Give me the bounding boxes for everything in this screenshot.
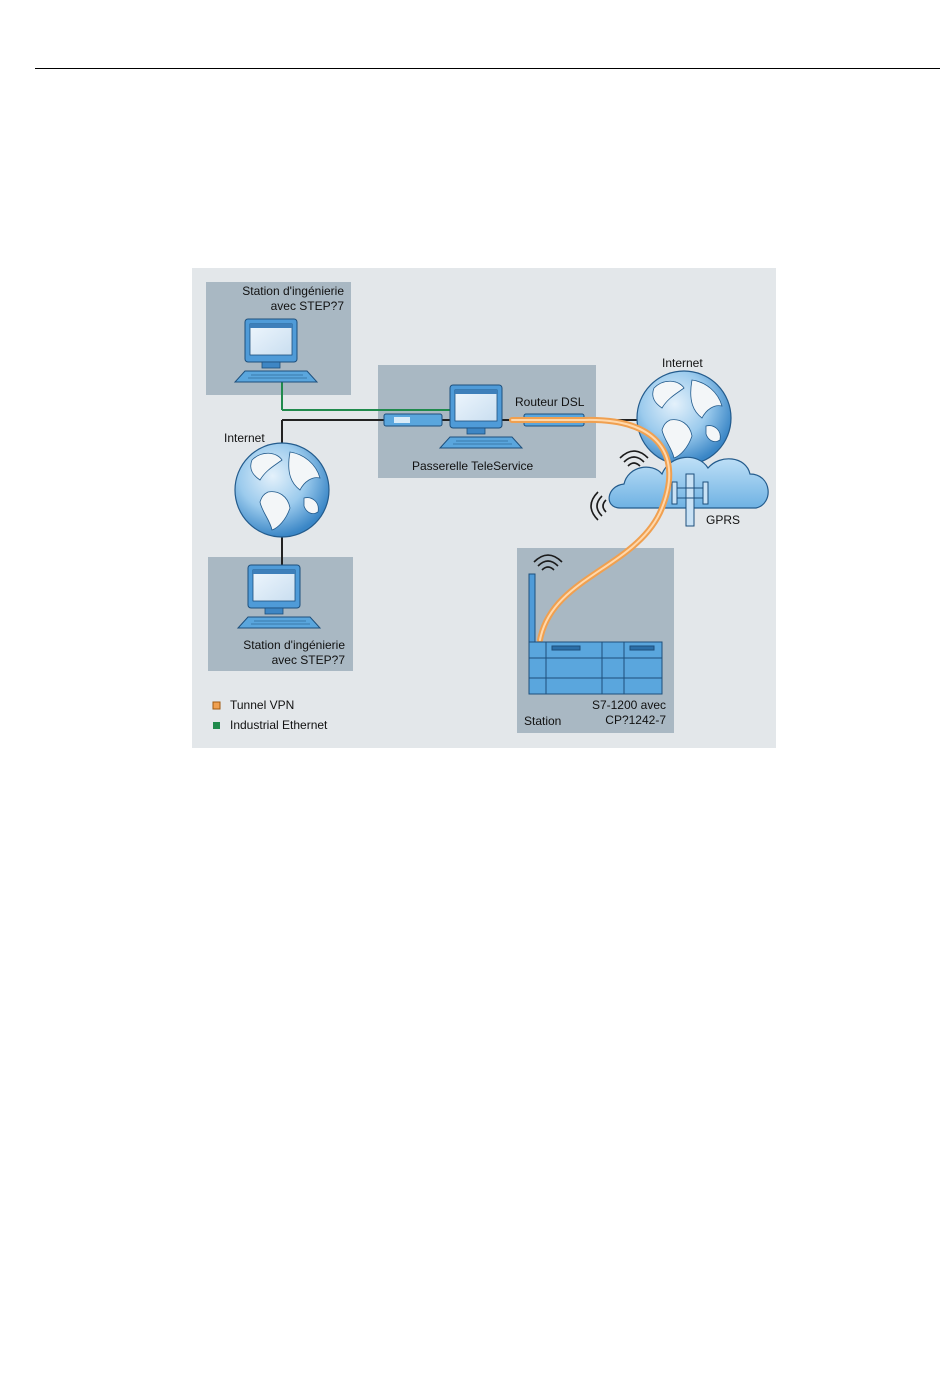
diagram-graphics <box>192 268 776 748</box>
plc-label: S7-1200 avec CP?1242-7 <box>572 698 666 728</box>
legend-vpn-label: Tunnel VPN <box>230 698 294 713</box>
gateway-module-icon <box>384 414 442 426</box>
engineering-station-top-label: Station d'ingénierie avec STEP?7 <box>212 284 344 314</box>
engineering-station-bottom-line2: avec STEP?7 <box>212 653 345 668</box>
engineering-station-bottom-line1: Station d'ingénierie <box>212 638 345 653</box>
gprs-label: GPRS <box>706 513 740 528</box>
network-diagram: Station d'ingénierie avec STEP?7 Interne… <box>192 268 776 748</box>
wireless-signal-icon-left <box>591 492 606 520</box>
wireless-signal-icon-station <box>534 555 562 570</box>
station-label: Station <box>524 714 561 729</box>
vpn-tunnel-path <box>512 420 669 640</box>
engineering-station-bottom-label: Station d'ingénierie avec STEP?7 <box>212 638 345 668</box>
legend-vpn-swatch <box>213 702 220 709</box>
internet-left-label: Internet <box>224 431 265 446</box>
globe-icon-right <box>637 371 731 465</box>
engineering-station-top-line1: Station d'ingénierie <box>212 284 344 299</box>
dsl-router-label: Routeur DSL <box>515 395 584 410</box>
teleservice-gateway-label: Passerelle TeleService <box>412 459 533 474</box>
plc-antenna-icon <box>529 574 535 642</box>
plc-label-line1: S7-1200 avec <box>572 698 666 713</box>
globe-icon-left <box>235 443 329 537</box>
page-top-rule <box>35 68 940 69</box>
pc-icon-top <box>235 319 317 382</box>
internet-right-label: Internet <box>662 356 703 371</box>
legend-ethernet-swatch <box>213 722 220 729</box>
engineering-station-top-line2: avec STEP?7 <box>212 299 344 314</box>
s7-1200-plc-icon <box>529 642 662 694</box>
pc-icon-gateway <box>440 385 522 448</box>
plc-label-line2: CP?1242-7 <box>572 713 666 728</box>
antenna-mast-icon <box>672 474 708 526</box>
legend-ethernet-label: Industrial Ethernet <box>230 718 327 733</box>
wireless-signal-icon-cloud <box>620 451 648 466</box>
pc-icon-bottom <box>238 565 320 628</box>
